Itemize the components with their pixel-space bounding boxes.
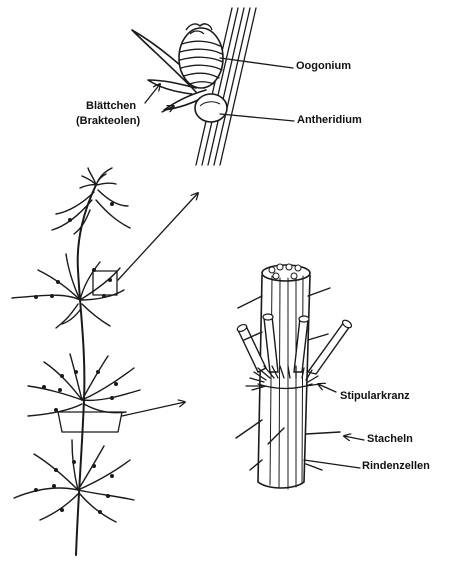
- oogonium-shape: [179, 24, 223, 88]
- blaettchen-arrow: [145, 84, 160, 103]
- node-detail-box: [58, 412, 122, 432]
- antheridium-shape: [195, 94, 227, 122]
- to-node-detail-arrow: [122, 402, 185, 416]
- stacheln-arrow: [344, 436, 364, 440]
- blaettchen-label: Blättchen: [86, 100, 136, 113]
- to-top-detail-arrow: [118, 193, 198, 280]
- oogonium-label: Oogonium: [296, 60, 351, 73]
- stacheln-label: Stacheln: [367, 433, 413, 446]
- stipularkranz-label: Stipularkranz: [340, 390, 410, 403]
- antheridium-label: Antheridium: [297, 114, 362, 127]
- stipularkranz-arrow: [318, 384, 336, 392]
- brakteolen-label: (Brakteolen): [76, 115, 140, 128]
- rindenzellen-label: Rindenzellen: [362, 460, 430, 473]
- stem-segment-detail: [236, 264, 353, 489]
- whole-plant: [12, 168, 140, 555]
- reproductive-detail: [132, 8, 256, 165]
